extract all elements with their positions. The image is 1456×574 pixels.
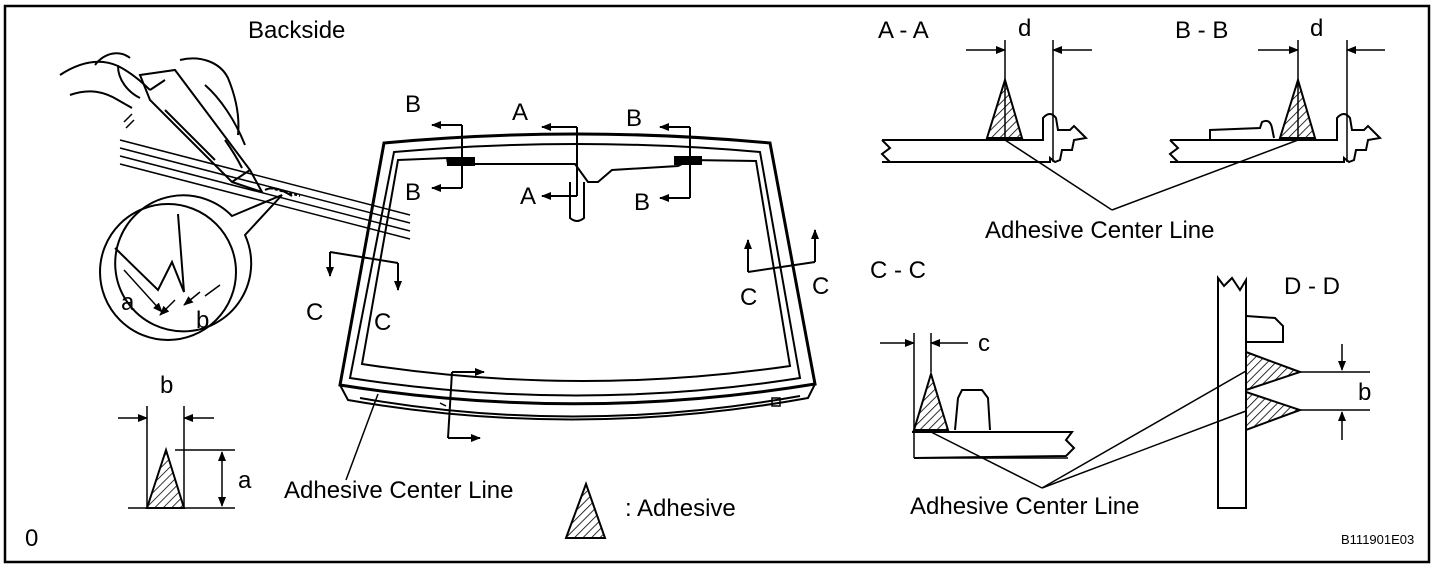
svg-text:C: C	[306, 299, 323, 326]
dim-b-label: b	[196, 307, 209, 334]
svg-text:B: B	[405, 179, 421, 206]
figure-code: B111901E03	[1341, 532, 1414, 547]
svg-text:d: d	[1310, 15, 1323, 42]
section-marker-a: A A	[512, 99, 578, 210]
section-aa: A - A d	[878, 15, 1092, 164]
center-line-label-main: Adhesive Center Line	[284, 477, 513, 504]
bead-height-label: a	[238, 467, 252, 494]
section-bb: B - B d	[1168, 15, 1385, 164]
svg-text:C: C	[374, 309, 391, 336]
svg-text:D - D: D - D	[1284, 273, 1340, 300]
dim-a-label: a	[121, 289, 135, 316]
center-line-label-cd: Adhesive Center Line	[910, 493, 1139, 520]
bead-width-label: b	[160, 372, 173, 399]
section-cc: C - C c	[870, 257, 1076, 459]
svg-text:A: A	[520, 183, 536, 210]
section-marker-c-left: C C	[306, 251, 402, 336]
zigzag-bead-detail	[114, 213, 221, 316]
svg-text:B: B	[634, 189, 650, 216]
section-marker-b-left: B B	[405, 91, 463, 206]
magnifier-callout	[114, 194, 283, 333]
svg-text:C - C: C - C	[870, 257, 926, 284]
adhesive-legend-icon	[564, 481, 607, 539]
backside-label: Backside	[248, 17, 345, 44]
svg-text:C: C	[740, 284, 757, 311]
adhesive-legend-label: : Adhesive	[625, 495, 736, 522]
svg-text:B: B	[626, 105, 642, 132]
svg-text:C: C	[812, 273, 829, 300]
section-dd: D - D b	[1217, 273, 1371, 509]
zero-label: 0	[25, 525, 38, 552]
svg-text:B - B: B - B	[1175, 17, 1228, 44]
svg-text:d: d	[1018, 15, 1031, 42]
svg-text:B: B	[405, 91, 421, 118]
bead-section: b a	[118, 372, 252, 509]
backside-panel: Backside	[25, 17, 411, 552]
center-line-label-ab: Adhesive Center Line	[985, 217, 1214, 244]
section-marker-c-right: C C	[740, 229, 829, 311]
windshield-view: A A B B B B C C	[284, 91, 829, 539]
svg-text:A - A: A - A	[878, 17, 929, 44]
section-marker-b-right: B B	[626, 105, 691, 216]
adhesive-gun-icon	[59, 52, 293, 197]
adhesive-bead-icon	[145, 446, 186, 509]
figure-border	[3, 4, 1431, 564]
svg-text:A: A	[512, 99, 528, 126]
svg-text:b: b	[1358, 379, 1371, 406]
svg-text:c: c	[978, 330, 990, 357]
section-marker-d	[447, 368, 485, 442]
